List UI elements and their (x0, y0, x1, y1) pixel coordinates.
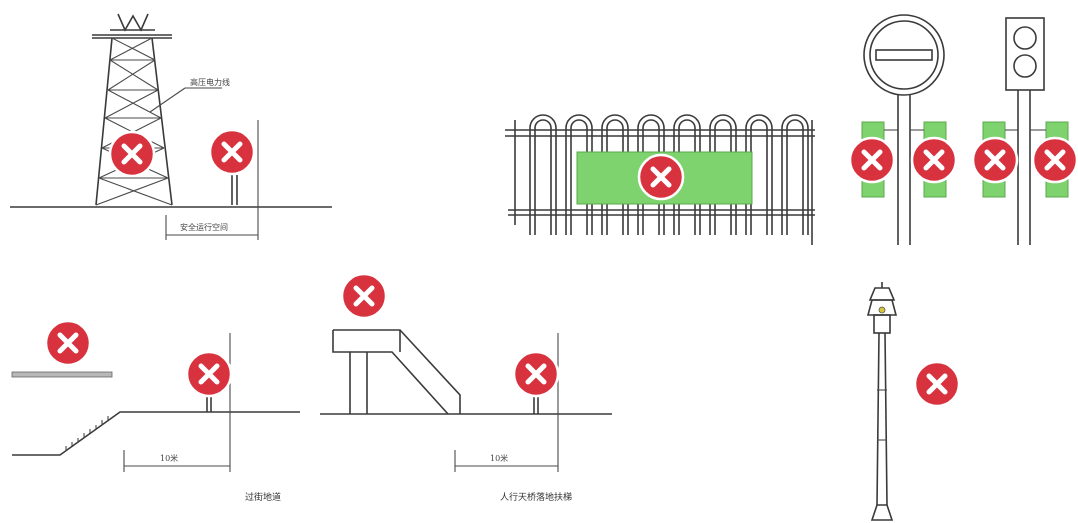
overpass-stairs (332, 329, 461, 415)
prohibited-icon (512, 350, 560, 398)
road-sign-panel (861, 14, 1069, 245)
prohibited-icon (913, 360, 961, 408)
safe-space-label: 安全运行空间 (180, 222, 228, 232)
distance-label: 10米 (490, 453, 508, 463)
prohibited-icon (971, 136, 1019, 184)
underpass-ground (12, 411, 300, 456)
overpass-panel: 10米 人行天桥落地扶梯 (320, 329, 612, 503)
traffic-light (1005, 17, 1045, 245)
no-entry-sign (863, 14, 945, 245)
underpass-caption: 过街地道 (245, 491, 281, 503)
fence-arches (514, 114, 813, 245)
street-lamp (866, 282, 898, 521)
prohibited-icon (910, 136, 958, 184)
underpass-slab (11, 371, 113, 378)
prohibited-icon (185, 350, 233, 398)
power-line-leader (149, 87, 186, 113)
power-tower-panel: 高压电力线 安全运行空间 (10, 13, 332, 240)
underpass-panel: 10米 过街地道 (11, 333, 300, 503)
underpass-steps (65, 416, 109, 451)
prohibited-icon (108, 130, 156, 178)
prohibited-icon (208, 128, 256, 176)
prohibited-icon (44, 319, 92, 367)
prohibited-icon (637, 153, 685, 201)
prohibited-icon (340, 272, 388, 320)
prohibited-icon (848, 136, 896, 184)
distance-label: 10米 (160, 453, 178, 463)
power-line-label: 高压电力线 (190, 77, 230, 87)
overpass-caption: 人行天桥落地扶梯 (500, 491, 572, 503)
prohibited-icon (1031, 136, 1078, 184)
